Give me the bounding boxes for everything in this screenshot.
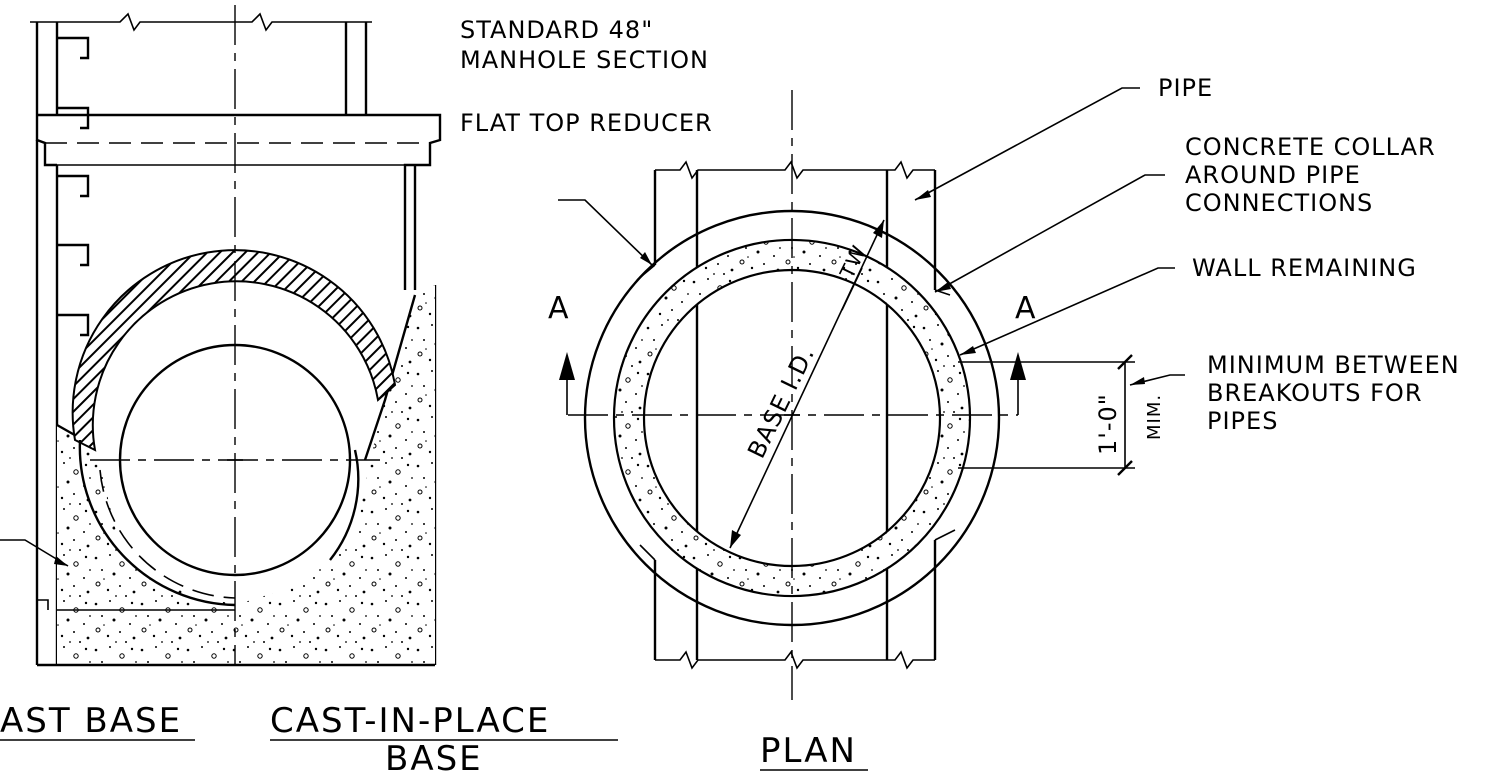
section-view — [0, 5, 442, 667]
flat-top-reducer-label: FLAT TOP REDUCER — [460, 109, 713, 137]
pipe-label: PIPE — [1158, 74, 1213, 102]
precast-base-title: AST BASE — [0, 701, 182, 741]
standard-label-line2: MANHOLE SECTION — [460, 46, 709, 74]
base-id-label: BASE I.D. — [742, 342, 820, 463]
section-marker-a-right: A — [1015, 291, 1036, 326]
minimum-label-line3: PIPES — [1207, 407, 1278, 435]
section-marker-a-left: A — [548, 291, 569, 326]
cast-in-place-title-line2: BASE — [385, 739, 483, 775]
collar-label-line2: AROUND PIPE — [1185, 161, 1361, 189]
minimum-label-line1: MINIMUM BETWEEN — [1207, 351, 1460, 379]
standard-label-line1: STANDARD 48" — [460, 16, 653, 44]
wall-remaining-label: WALL REMAINING — [1192, 254, 1417, 282]
collar-concrete-ring — [612, 238, 972, 598]
cast-in-place-concrete-fill — [235, 285, 435, 665]
minimum-label-line2: BREAKOUTS FOR — [1207, 379, 1423, 407]
plan-view — [558, 87, 1185, 700]
precast-concrete-fill — [57, 425, 235, 665]
plan-title: PLAN — [760, 731, 857, 771]
pipe-wall-hatch — [71, 249, 397, 452]
collar-label-line3: CONNECTIONS — [1185, 189, 1373, 217]
collar-label-line1: CONCRETE COLLAR — [1185, 133, 1436, 161]
cast-in-place-title-line1: CAST-IN-PLACE — [270, 701, 550, 741]
dimension-note-label: MIM. — [1144, 394, 1165, 440]
dimension-label: 1'-0" — [1094, 393, 1122, 455]
